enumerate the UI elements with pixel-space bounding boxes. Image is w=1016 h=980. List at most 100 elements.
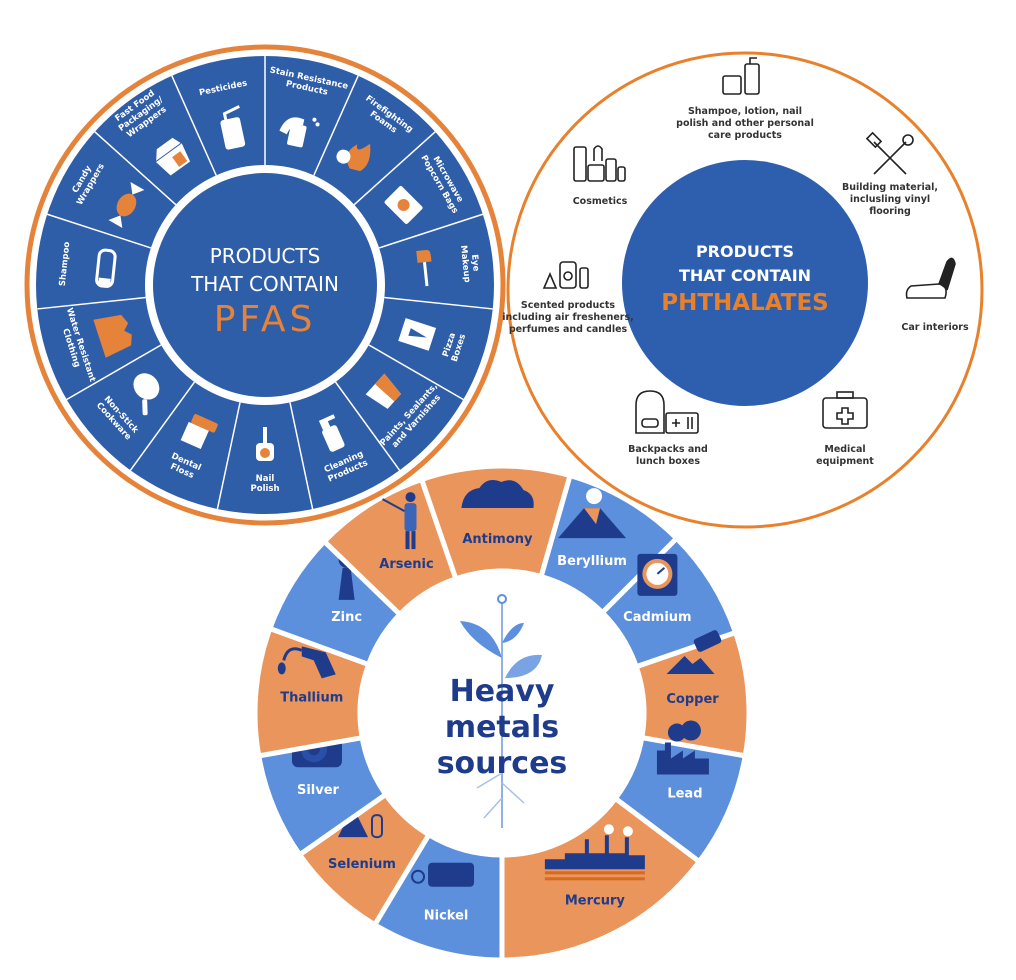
metal-label: Antimony — [462, 532, 533, 547]
plant-icon — [460, 594, 542, 828]
metal-label: Thallium — [280, 690, 343, 705]
segment-divider — [216, 402, 241, 510]
spray-hand-icon — [279, 117, 320, 148]
metal-label: Arsenic — [379, 557, 433, 572]
metal-label: Silver — [297, 783, 340, 798]
phthalates-item[interactable]: Cosmetics — [573, 145, 628, 207]
candy-icon — [108, 181, 145, 229]
phthalates-title-line1: PRODUCTS — [696, 242, 794, 261]
pfas-segment[interactable]: Shampoo — [37, 241, 146, 310]
label-line: polish and other personal — [676, 118, 814, 129]
segment-divider — [37, 296, 146, 310]
label-line: lunch boxes — [636, 456, 700, 467]
metal-label: Zinc — [331, 610, 362, 625]
popcorn-bag-icon — [384, 186, 423, 224]
label-line: Nail — [256, 474, 275, 484]
phthalates-title-line2: THAT CONTAIN — [679, 266, 811, 285]
phthalates-item[interactable]: Car interiors — [901, 257, 969, 333]
pfas-title-line2: THAT CONTAIN — [190, 272, 339, 296]
fire-icon — [336, 143, 371, 172]
backpack-icon — [635, 390, 699, 434]
mascara-icon — [416, 249, 432, 287]
pfas-item-label: Shampoo — [58, 241, 73, 286]
paint-bucket-icon — [365, 373, 401, 409]
pfas-wheel: Stain ResistanceProductsFirefightingFoam… — [24, 44, 506, 526]
phthalates-title-highlight: PHTHALATES — [661, 290, 828, 316]
pouring-ingot-icon — [666, 630, 722, 675]
pfas-title-highlight: PFAS — [214, 299, 317, 340]
metal-label: Mercury — [565, 893, 626, 908]
segment-divider — [368, 344, 464, 401]
label-line: Backpacks and — [628, 444, 708, 455]
metal-label: Copper — [666, 692, 719, 707]
dental-floss-icon — [180, 414, 218, 450]
label-line: Medical — [824, 444, 865, 455]
pizza-box-icon — [398, 318, 437, 351]
segment-divider — [353, 131, 436, 206]
segment-divider — [94, 131, 177, 206]
lab-flask-icon — [337, 805, 383, 839]
hammer-wrench-icon — [865, 131, 914, 175]
heavy-metals-title-line: sources — [437, 746, 568, 781]
metal-segment-beryllium[interactable]: Beryllium — [538, 472, 681, 617]
spray-bottle-icon — [318, 414, 345, 452]
lotion-bottles-icon — [722, 57, 760, 95]
segment-divider — [46, 213, 152, 249]
segment-divider — [378, 213, 484, 249]
label-line: equipment — [816, 456, 874, 467]
segment-divider — [66, 344, 162, 401]
metal-label: Lead — [667, 787, 702, 802]
label-line: Shampoo — [58, 241, 73, 286]
jacket-icon — [93, 314, 132, 358]
center-circle — [622, 160, 868, 406]
heavy-metals-title-line: Heavy — [450, 674, 555, 709]
device-icon — [411, 862, 475, 887]
label-line: including air fresheners, — [502, 312, 634, 323]
metal-segment-copper[interactable]: Copper — [633, 629, 752, 759]
first-aid-kit-icon — [822, 391, 868, 429]
pfas-title-line1: PRODUCTS — [210, 244, 321, 268]
segment-divider — [313, 75, 359, 176]
gauge-icon — [637, 553, 678, 596]
metal-segment-nickel[interactable]: Nickel — [371, 831, 505, 963]
label-line: Eye — [469, 254, 481, 272]
car-seat-icon — [905, 257, 956, 299]
metal-label: Cadmium — [623, 610, 691, 625]
farmer-spraying-icon — [382, 492, 417, 550]
center-circle — [153, 173, 377, 397]
segment-divider — [334, 381, 401, 471]
metal-label: Beryllium — [557, 554, 627, 569]
metal-segment-cadmium[interactable]: Cadmium — [598, 534, 739, 670]
segment-divider — [384, 296, 493, 310]
label-line: flooring — [869, 206, 911, 217]
label-line: Polish — [250, 484, 279, 494]
metal-label: Selenium — [328, 857, 396, 872]
phthalates-wheel: PRODUCTS THAT CONTAIN PHTHALATES Shampoe, l… — [502, 51, 984, 529]
label-line: care products — [708, 130, 782, 141]
pan-icon — [133, 373, 160, 416]
cosmetics-icon — [573, 145, 626, 182]
nail-polish-icon — [256, 427, 274, 461]
ore-pile-icon — [461, 480, 534, 509]
label-line: Cosmetics — [573, 196, 628, 207]
phthalates-item[interactable]: Building material,inclusling vinylfloori… — [842, 131, 938, 217]
metal-label: Nickel — [424, 909, 469, 924]
label-line: Building material, — [842, 182, 938, 193]
metal-segment-arsenic[interactable]: Arsenic — [320, 476, 459, 618]
industrial-skyline-icon — [544, 824, 645, 881]
pesticide-sprayer-icon — [220, 105, 246, 150]
metal-segment-lead[interactable]: Lead — [611, 720, 749, 866]
volcano-icon — [558, 488, 627, 539]
fuel-nozzle-icon — [277, 646, 336, 679]
